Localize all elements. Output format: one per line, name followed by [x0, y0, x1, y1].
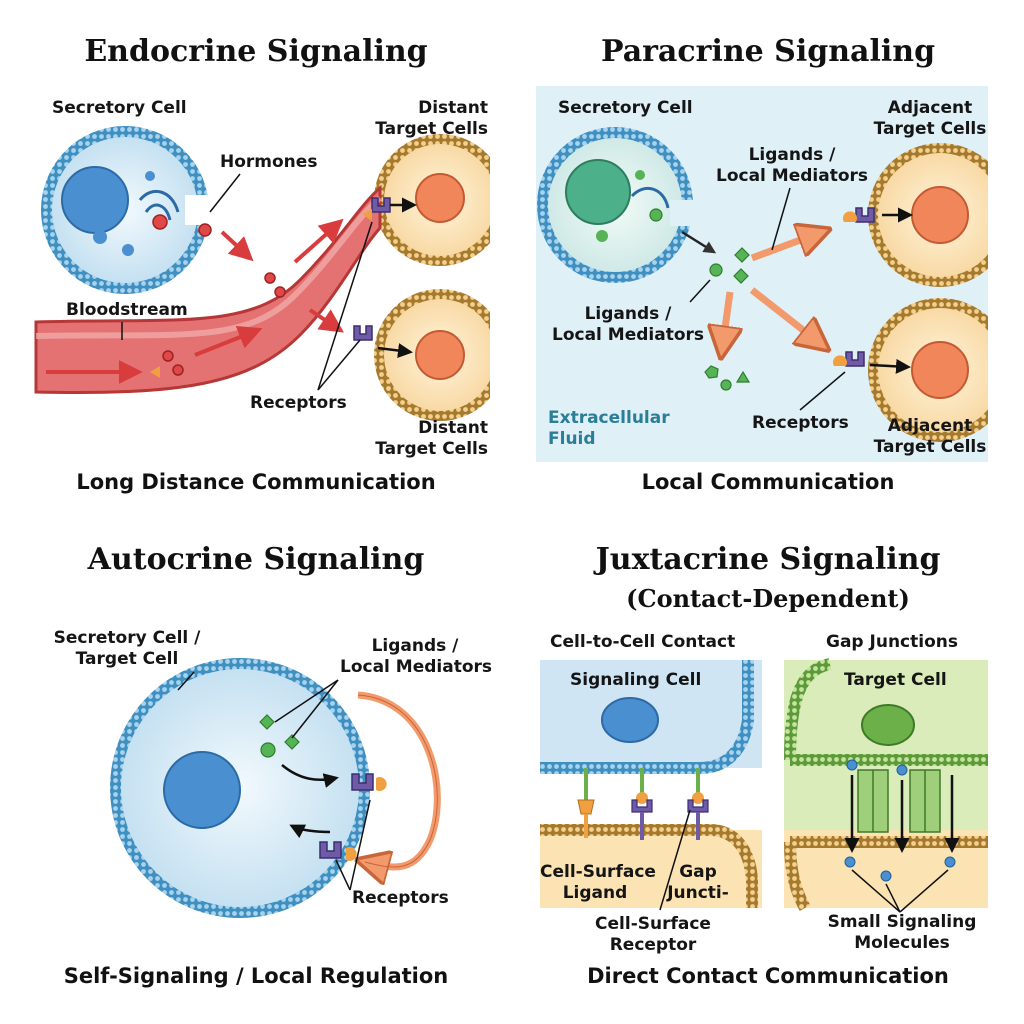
paracrine-receptor-bottom: [833, 351, 865, 367]
distant-top-line1: Distant: [418, 98, 488, 118]
surface-receptor-line1: Cell-Surface: [595, 914, 711, 934]
surface-receptor-label: Cell-Surface Receptor: [588, 914, 718, 956]
autocrine-panel: Autocrine Signaling Secretory Cell / Tar…: [0, 512, 512, 1024]
paracrine-title: Paracrine Signaling: [600, 34, 936, 69]
surface-ligand-line1: Cell-Surface: [540, 862, 656, 882]
juxtacrine-title: Juxtacrine Signaling: [595, 542, 941, 577]
autocrine-receptor-top: [351, 773, 387, 791]
endocrine-receptor-top: [362, 197, 391, 221]
hormones-label: Hormones: [220, 152, 318, 172]
autocrine-cell-line2: Target Cell: [75, 649, 179, 669]
ligands-mid-label: Ligands / Local Mediators: [548, 304, 708, 346]
signaling-cell: [540, 660, 762, 774]
ligands-top-line1: Ligands /: [748, 145, 836, 165]
paracrine-graphics: [536, 86, 1024, 470]
autocrine-ligands-line1: Ligands /: [371, 636, 459, 656]
adjacent-top-label: Adjacent Target Cells: [864, 98, 996, 140]
extracellular-fluid-label: Extracellular Fluid: [548, 408, 670, 450]
paracrine-secretory-label: Secretory Cell: [558, 98, 693, 118]
paracrine-secretory-cell: [537, 127, 700, 283]
autocrine-ligands-line2: Local Mediators: [340, 657, 493, 677]
autocrine-graphics: [110, 658, 441, 918]
adjacent-bottom-label: Adjacent Target Cells: [864, 416, 996, 458]
paracrine-receptors-label: Receptors: [752, 413, 849, 433]
cell-surface-receptor-1: [631, 768, 653, 840]
juxtacrine-panel: Juxtacrine Signaling (Contact-Dependent)…: [512, 512, 1024, 1024]
autocrine-ligands-label: Ligands / Local Mediators: [340, 636, 493, 678]
surface-ligand-line2: Ligand: [562, 883, 628, 903]
paracrine-receptor-top: [843, 207, 875, 223]
adjacent-top-line2: Target Cells: [873, 119, 987, 139]
cell-surface-receptor-2: [687, 768, 709, 840]
juxtacrine-subtitle: (Contact-Dependent): [626, 584, 910, 613]
surface-ligand-label: Cell-Surface Ligand: [540, 862, 656, 904]
small-molecules-label: Small Signaling Molecules: [822, 912, 982, 954]
target-cell-label: Target Cell: [844, 670, 947, 690]
gap-line1: Gap: [679, 862, 717, 882]
adjacent-top-line1: Adjacent: [887, 98, 973, 118]
gap-junction-short-label: Gap Juncti-: [658, 862, 738, 904]
ligands-mid-line1: Ligands /: [584, 304, 672, 324]
endocrine-title: Endocrine Signaling: [84, 34, 428, 69]
autocrine-receptors-label: Receptors: [352, 888, 449, 908]
endocrine-panel: Endocrine Signaling Secretory Cell Hormo…: [0, 0, 512, 512]
endocrine-caption: Long Distance Communication: [76, 470, 436, 494]
autocrine-caption: Self-Signaling / Local Regulation: [63, 964, 449, 988]
juxtacrine-graphics: [540, 658, 988, 913]
bloodstream-label: Bloodstream: [66, 300, 188, 320]
gap-junctions-label: Gap Junctions: [826, 632, 958, 652]
ecf-line2: Fluid: [548, 429, 596, 449]
endocrine-graphics: [34, 126, 530, 430]
cell-surface-ligand: [577, 768, 595, 838]
endocrine-receptor-bottom: [353, 325, 373, 341]
lower-cell-left: [540, 824, 762, 908]
distant-bottom-line1: Distant: [418, 418, 488, 438]
endocrine-secretory-cell: [41, 126, 225, 294]
juxtacrine-caption: Direct Contact Communication: [587, 964, 949, 988]
small-molecules-line2: Molecules: [854, 933, 950, 953]
target-cell-gap: [784, 658, 988, 911]
ligands-top-line2: Local Mediators: [715, 166, 869, 186]
small-molecules-line1: Small Signaling: [827, 912, 977, 932]
secretory-cell-label: Secretory Cell: [52, 98, 187, 118]
gap-line2: Juncti-: [667, 883, 729, 903]
distant-bottom-line2: Target Cells: [375, 439, 488, 459]
distant-target-bottom-label: Distant Target Cells: [375, 418, 488, 460]
signaling-cell-label: Signaling Cell: [570, 670, 702, 690]
surface-receptor-line2: Receptor: [609, 935, 697, 955]
paracrine-target-cell-bottom: [868, 298, 1012, 442]
distant-top-line2: Target Cells: [375, 119, 488, 139]
endocrine-target-cell-bottom: [374, 289, 506, 421]
adjacent-bottom-line1: Adjacent: [887, 416, 973, 436]
bloodstream-vessel: [34, 184, 382, 394]
paracrine-target-cell-top: [868, 143, 1012, 287]
ligands-mid-line2: Local Mediators: [551, 325, 705, 345]
paracrine-caption: Local Communication: [641, 470, 895, 494]
receptors-label: Receptors: [250, 393, 347, 413]
ecf-line1: Extracellular: [548, 408, 670, 428]
autocrine-cell-line1: Secretory Cell /: [53, 628, 201, 648]
small-molecules: [844, 759, 956, 882]
gap-junction-channels: [857, 769, 941, 833]
adjacent-bottom-line2: Target Cells: [873, 437, 987, 457]
paracrine-panel: Paracrine Signaling Secretory Cell Ligan…: [512, 0, 1024, 512]
autocrine-title: Autocrine Signaling: [87, 542, 425, 577]
distant-target-top-label: Distant Target Cells: [375, 98, 488, 140]
autocrine-cell-label: Secretory Cell / Target Cell: [42, 628, 212, 670]
ligands-top-label: Ligands / Local Mediators: [712, 145, 872, 187]
cell-contact-label: Cell-to-Cell Contact: [550, 632, 736, 652]
